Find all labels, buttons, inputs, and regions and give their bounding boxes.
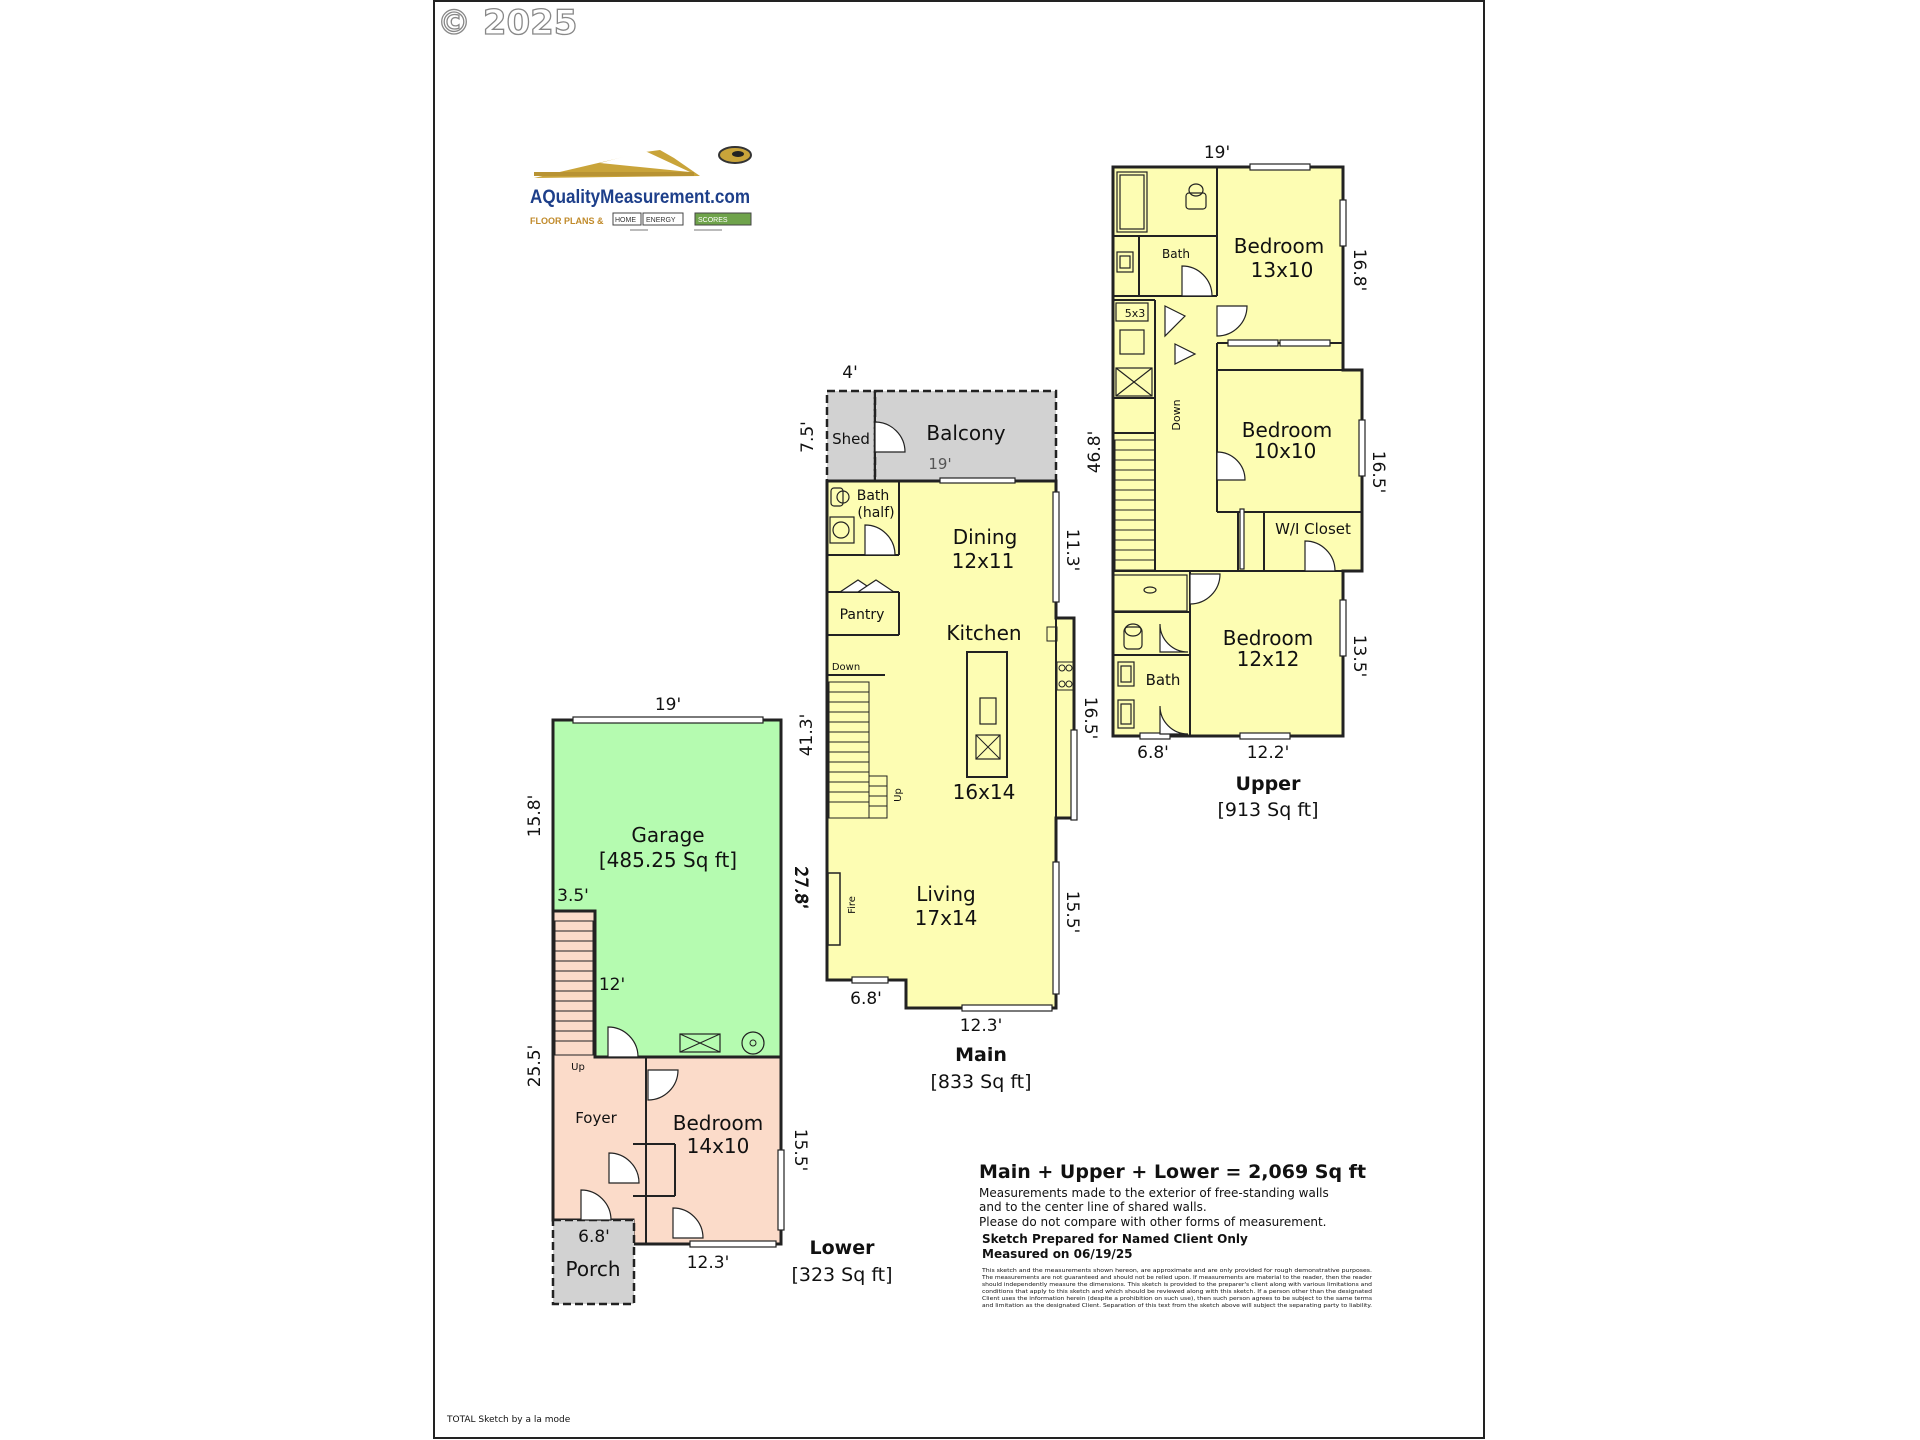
stairs-down-label: Down bbox=[832, 662, 860, 673]
main-title: Main bbox=[955, 1044, 1007, 1066]
porch-label: Porch bbox=[565, 1257, 620, 1281]
kitchen-size: 16x14 bbox=[953, 780, 1016, 804]
lower-dim-right: 27.8' bbox=[791, 867, 811, 910]
upper-dim-right-top: 16.8' bbox=[1349, 249, 1369, 292]
half-bath-label: Bath bbox=[857, 488, 890, 504]
dining-size: 12x11 bbox=[952, 549, 1015, 573]
summary-block: Main + Upper + Lower = 2,069 Sq ft Measu… bbox=[979, 1161, 1373, 1309]
lower-area: [323 Sq ft] bbox=[791, 1264, 892, 1286]
porch-fill bbox=[551, 1218, 636, 1306]
foyer-label: Foyer bbox=[575, 1109, 617, 1127]
lower-dim-bottom: 12.3' bbox=[687, 1253, 730, 1273]
lower-dim-right-bottom: 15.5' bbox=[790, 1129, 810, 1172]
main-dim-balcony-bottom: 19' bbox=[928, 455, 951, 473]
lower-floor: 19' 15.8' 27.8' 3.5' 12' 25.5' 15.5' 6.8… bbox=[525, 695, 893, 1306]
upper-bedroom3-name: Bedroom bbox=[1223, 626, 1313, 650]
fireplace bbox=[827, 872, 841, 946]
garage-area: [485.25 Sq ft] bbox=[599, 848, 737, 872]
upper-area: [913 Sq ft] bbox=[1217, 799, 1318, 821]
main-area: [833 Sq ft] bbox=[930, 1071, 1031, 1093]
upper-bedroom1-size: 13x10 bbox=[1251, 258, 1314, 282]
note-line-3: Please do not compare with other forms o… bbox=[979, 1215, 1326, 1229]
note-line-1: Measurements made to the exterior of fre… bbox=[979, 1186, 1329, 1200]
main-dim-left: 41.3' bbox=[797, 714, 817, 757]
upper-closet-label: 5x3 bbox=[1125, 307, 1146, 320]
kitchen-island bbox=[966, 651, 1008, 778]
prepared-line: Sketch Prepared for Named Client Only bbox=[982, 1232, 1248, 1246]
upper-bedroom3-size: 12x12 bbox=[1237, 647, 1300, 671]
upper-floor: 19' 16.8' 16.5' 13.5' 46.8' 6.8' 12.2' B… bbox=[1085, 143, 1388, 821]
half-bath-sub: (half) bbox=[857, 505, 894, 521]
upper-bedroom2-size: 10x10 bbox=[1254, 439, 1317, 463]
pantry-label: Pantry bbox=[840, 607, 885, 623]
main-dim-shed-top: 4' bbox=[842, 363, 858, 383]
lower-dim-porch: 6.8' bbox=[578, 1227, 610, 1247]
lower-up-label: Up bbox=[571, 1062, 585, 1073]
main-dim-left-low: 27.8' bbox=[790, 866, 810, 909]
lower-stairs bbox=[554, 920, 594, 1056]
upper-bedroom1-name: Bedroom bbox=[1234, 234, 1324, 258]
note-line-2: and to the center line of shared walls. bbox=[979, 1200, 1207, 1214]
lower-title: Lower bbox=[810, 1237, 876, 1259]
upper-dim-bottom-left: 6.8' bbox=[1137, 743, 1169, 763]
lower-bedroom-name: Bedroom bbox=[673, 1111, 763, 1135]
balcony-label: Balcony bbox=[926, 421, 1005, 445]
lower-bedroom-size: 14x10 bbox=[687, 1134, 750, 1158]
svg-text:HOME: HOME bbox=[615, 217, 636, 224]
upper-wic-label: W/I Closet bbox=[1275, 520, 1351, 538]
upper-stairs bbox=[1114, 439, 1156, 571]
lower-dim-top: 19' bbox=[655, 695, 681, 715]
upper-dim-right-mid: 16.5' bbox=[1368, 451, 1388, 494]
copyright-text: © 2025 bbox=[437, 3, 577, 43]
upper-bath-label: Bath bbox=[1162, 247, 1190, 261]
lower-dim-left-top: 15.8' bbox=[525, 795, 545, 838]
main-dim-bottom-left: 6.8' bbox=[850, 989, 882, 1009]
main-floor: 4' 7.5' 19' 11.3' 41.3' 16.5' 27.8' 15.5… bbox=[790, 363, 1100, 1093]
svg-text:SCORES: SCORES bbox=[698, 217, 728, 224]
upper-bath2-label: Bath bbox=[1146, 671, 1181, 689]
upper-dim-right-bottom: 13.5' bbox=[1349, 635, 1369, 678]
main-dim-right-top: 11.3' bbox=[1062, 529, 1082, 572]
upper-dim-bottom-right: 12.2' bbox=[1247, 743, 1290, 763]
garage-name: Garage bbox=[631, 823, 704, 847]
fine-print-3: should independently measure the dimensi… bbox=[982, 1282, 1372, 1288]
main-dim-bottom-right: 12.3' bbox=[960, 1016, 1003, 1036]
shed-fill bbox=[825, 389, 877, 483]
total-area: Main + Upper + Lower = 2,069 Sq ft bbox=[979, 1161, 1366, 1183]
fine-print-5: Client uses the information herein (desp… bbox=[982, 1296, 1372, 1302]
stairs-up-label: Up bbox=[893, 788, 904, 802]
fine-print-2: The measurements are not guaranteed and … bbox=[981, 1275, 1373, 1281]
company-logo: AQualityMeasurement.com FLOOR PLANS & HO… bbox=[530, 146, 752, 231]
upper-title: Upper bbox=[1236, 773, 1302, 795]
fine-print-6: and limitation as the designated Client.… bbox=[982, 1303, 1372, 1309]
kitchen-name: Kitchen bbox=[946, 621, 1021, 645]
lower-dim-step: 3.5' bbox=[557, 886, 589, 906]
fire-label: Fire bbox=[847, 896, 858, 914]
lower-dim-left-bottom: 25.5' bbox=[525, 1045, 545, 1088]
upper-dim-top: 19' bbox=[1204, 143, 1230, 163]
upper-bedroom2-name: Bedroom bbox=[1242, 418, 1332, 442]
main-dim-shed-left: 7.5' bbox=[798, 421, 818, 453]
living-size: 17x14 bbox=[915, 906, 978, 930]
footer-credit: TOTAL Sketch by a la mode bbox=[446, 1415, 571, 1425]
main-stairs bbox=[828, 681, 888, 819]
upper-stairs-down: Down bbox=[1170, 399, 1183, 430]
dining-name: Dining bbox=[953, 525, 1018, 549]
main-dim-right-mid: 16.5' bbox=[1080, 697, 1100, 740]
measured-line: Measured on 06/19/25 bbox=[982, 1247, 1133, 1261]
living-name: Living bbox=[916, 882, 975, 906]
logo-brand: AQualityMeasurement.com bbox=[530, 187, 750, 208]
logo-tagline: FLOOR PLANS & bbox=[530, 216, 604, 226]
svg-text:ENERGY: ENERGY bbox=[646, 217, 676, 224]
shed-label: Shed bbox=[832, 430, 870, 448]
fine-print-4: conditions that apply to this sketch and… bbox=[982, 1289, 1372, 1295]
lower-dim-stair: 12' bbox=[599, 975, 625, 995]
upper-dim-left: 46.8' bbox=[1085, 431, 1105, 474]
fine-print-1: This sketch and the measurements shown h… bbox=[981, 1268, 1373, 1274]
main-dim-right-low: 15.5' bbox=[1062, 891, 1082, 934]
